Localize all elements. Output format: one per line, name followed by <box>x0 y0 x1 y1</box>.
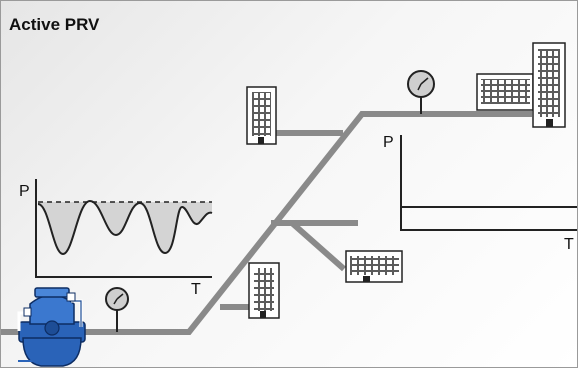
building-icon <box>345 250 403 283</box>
diagram-title: Active PRV <box>9 15 100 34</box>
building-icon <box>476 42 566 128</box>
graph-right-x-label: T <box>564 236 574 253</box>
pressure-curve <box>37 199 213 256</box>
graph-left-axes <box>35 179 212 278</box>
graph-left-x-label: T <box>191 281 201 298</box>
graph-right-y-label: P <box>383 134 394 151</box>
branch-pipe-right <box>271 220 346 272</box>
graph-left-y-label: P <box>19 183 30 200</box>
graph-left: P T <box>19 179 213 298</box>
pressure-gauge-icon <box>407 70 435 114</box>
building-icon <box>248 262 280 319</box>
pressure-gauge-icon <box>105 287 129 332</box>
building-icon <box>246 86 277 145</box>
pressure-curve-fill <box>38 201 212 254</box>
graph-right-axes <box>400 135 577 231</box>
graph-right: P T <box>383 134 577 253</box>
control-valve-icon <box>17 287 86 367</box>
flow-arrow-icon <box>18 357 62 365</box>
